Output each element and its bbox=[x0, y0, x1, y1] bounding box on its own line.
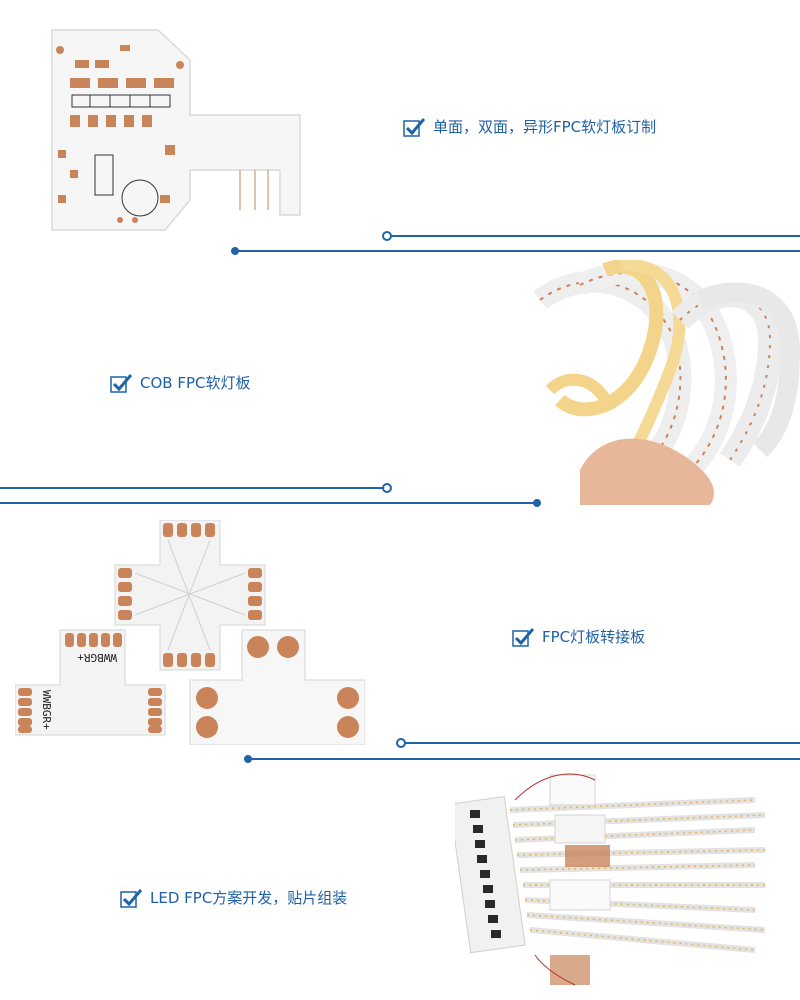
caption-fpc-connector: FPC灯板转接板 bbox=[512, 626, 645, 647]
checkmark-icon bbox=[403, 117, 425, 137]
caption-led-fpc-dev: LED FPC方案开发，贴片组装 bbox=[120, 887, 347, 908]
led-fpc-assembly-photo bbox=[455, 773, 766, 986]
checkmark-icon bbox=[512, 627, 534, 647]
caption-cob-fpc: COB FPC软灯板 bbox=[110, 372, 251, 393]
section-custom-fpc: 单面，双面，异形FPC软灯板订制 bbox=[0, 0, 800, 260]
divider-line bbox=[249, 758, 800, 760]
checkmark-icon bbox=[120, 888, 142, 908]
caption-text: COB FPC软灯板 bbox=[140, 374, 251, 392]
divider-dot bbox=[244, 755, 252, 763]
caption-text: LED FPC方案开发，贴片组装 bbox=[150, 889, 348, 907]
section-fpc-connector: WWBGR+ WWBGR+ FPC灯板转接板 bbox=[0, 510, 800, 765]
divider-dot bbox=[231, 247, 239, 255]
section-cob-fpc: COB FPC软灯板 bbox=[0, 260, 800, 510]
section-led-fpc-dev: LED FPC方案开发，贴片组装 bbox=[0, 765, 800, 1000]
caption-custom-fpc: 单面，双面，异形FPC软灯板订制 bbox=[403, 116, 656, 137]
caption-text: 单面，双面，异形FPC软灯板订制 bbox=[433, 118, 657, 136]
divider-line bbox=[404, 742, 800, 744]
divider-line bbox=[236, 250, 800, 252]
connector-label: WWBGR+ bbox=[77, 651, 117, 664]
connector-label: WWBGR+ bbox=[40, 690, 53, 730]
divider-dot bbox=[533, 499, 541, 507]
fpc-connector-boards-photo: WWBGR+ WWBGR+ bbox=[15, 520, 365, 745]
divider-line bbox=[390, 235, 800, 237]
irregular-fpc-board-photo bbox=[51, 29, 301, 231]
caption-text: FPC灯板转接板 bbox=[542, 628, 646, 646]
checkmark-icon bbox=[110, 373, 132, 393]
cob-fpc-strip-photo bbox=[533, 260, 800, 505]
divider-line bbox=[0, 487, 384, 489]
divider-line bbox=[0, 502, 537, 504]
